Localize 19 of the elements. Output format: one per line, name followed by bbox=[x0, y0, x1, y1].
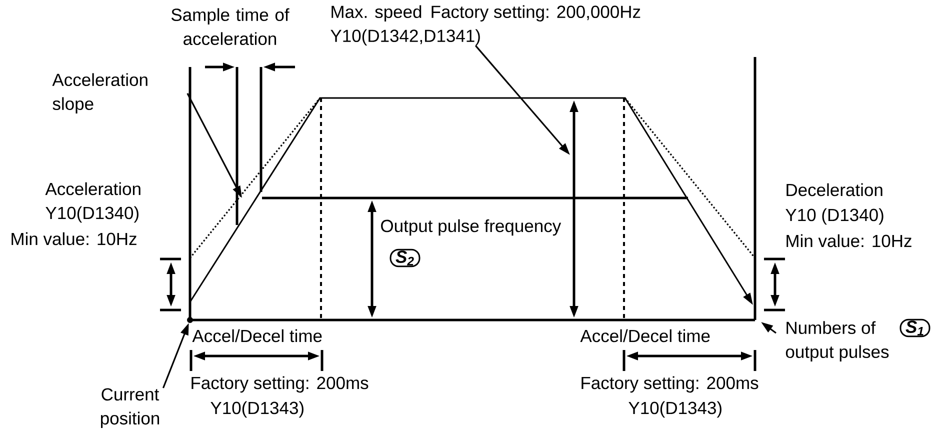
point-marker bbox=[187, 317, 193, 323]
label: Factory setting: 200ms bbox=[192, 376, 368, 393]
label: Y10(D1343) bbox=[628, 401, 722, 418]
callout-text: Current position bbox=[100, 388, 160, 428]
label: Y10(D1343) bbox=[210, 401, 304, 418]
label: Min value: 10Hz bbox=[12, 232, 136, 246]
annotation-text: Output pulse frequency bbox=[381, 219, 562, 236]
label: Accel/Decel time bbox=[580, 329, 710, 342]
label: Deceleration bbox=[786, 183, 882, 196]
label: Factory setting: 200ms bbox=[582, 376, 758, 393]
callout-text: Acceleration slope bbox=[52, 73, 148, 114]
label: Accel/Decel time bbox=[192, 329, 322, 342]
callout-text: Numbers of output pulses bbox=[786, 321, 889, 362]
label: Y10 (D1340) bbox=[786, 208, 884, 225]
annotation-text: Sample time of acceleration bbox=[171, 8, 290, 46]
label: Min value: 10Hz bbox=[786, 234, 912, 248]
label: Acceleration bbox=[45, 182, 140, 196]
callout-text: Max. speed Factory setting: 200,000Hz Y10(D1342,D1341) bbox=[330, 5, 640, 46]
label: Y10(D1340) bbox=[46, 206, 138, 223]
